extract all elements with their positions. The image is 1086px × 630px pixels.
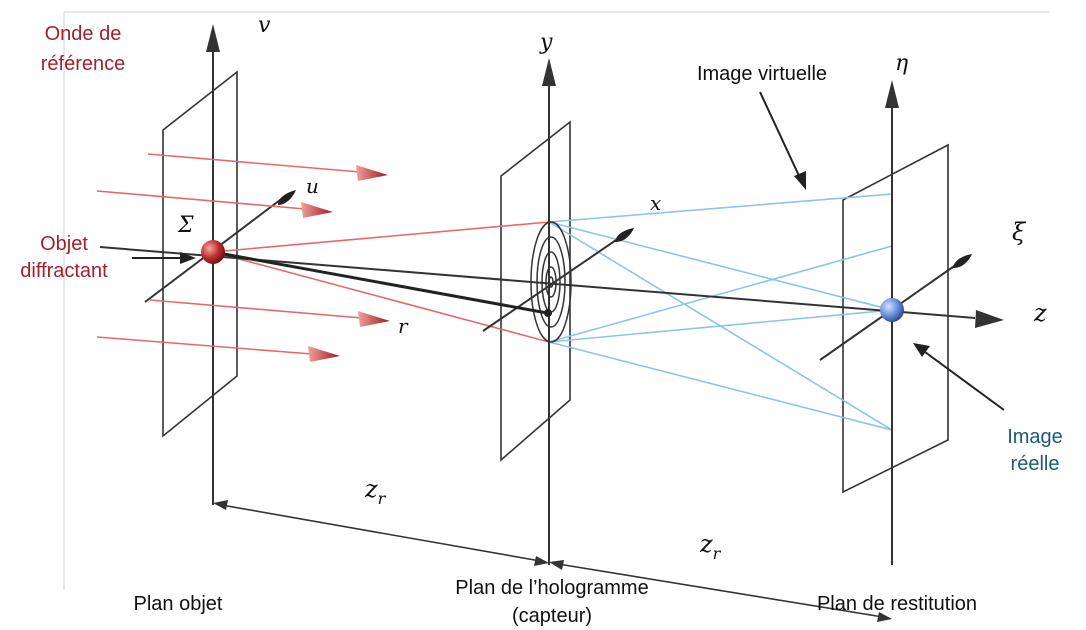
arrow-head-icon [358, 311, 390, 327]
reference-wave-label-line1: Onde de [45, 23, 122, 45]
reconstruction-rays [548, 193, 893, 431]
eta-axis-label: η [895, 51, 908, 76]
fringe-ring-icon [530, 221, 572, 343]
arrow-head-icon [206, 24, 220, 52]
fringe-ring-icon [536, 236, 566, 328]
virtual-image-pointer [759, 91, 801, 179]
zr-label-2: zr [699, 530, 722, 563]
r-label: r [398, 314, 409, 338]
zr-subscript: r [378, 489, 387, 508]
arrow-head-icon [913, 343, 930, 357]
zr-dimension-2 [551, 562, 890, 619]
zr-base: z [364, 475, 378, 503]
object-rays [212, 221, 550, 343]
arrow-head-icon [953, 254, 972, 268]
object-plane-caption: Plan objet [134, 593, 223, 615]
restitution-plane-frame [842, 143, 949, 494]
fringe-ring-icon [545, 266, 557, 298]
reference-wave-label-line2: référence [41, 53, 126, 75]
restitution-plane-caption: Plan de restitution [817, 593, 977, 615]
z-axis-label: z [1033, 299, 1047, 327]
arrow-head-icon [794, 171, 806, 190]
zr-base: z [699, 530, 713, 558]
real-image-label-line1: Image [1007, 426, 1063, 448]
reference-wave-rays [96, 153, 363, 355]
figure-border [63, 11, 1050, 590]
sigma-label: Σ [177, 213, 194, 238]
zr-label-1: zr [364, 475, 387, 508]
arrow-head-icon [549, 560, 564, 570]
v-axis-label: v [258, 13, 271, 38]
arrow-head-icon [301, 202, 333, 218]
reference-wave-arrowheads [301, 165, 390, 362]
arrow-head-icon [885, 80, 899, 108]
fringe-rings [530, 221, 572, 343]
fringe-ring-icon [541, 251, 561, 313]
real-image-label-line2: réelle [1011, 453, 1060, 475]
zr-dimension-1 [215, 503, 547, 563]
hologram-plane-frame [500, 120, 571, 462]
hologram-plane-caption-line2: (capteur) [512, 605, 592, 627]
x-axis-label: x [650, 191, 661, 215]
u-axis-label: u [306, 174, 319, 198]
xi-axis-label: ξ [1012, 218, 1027, 246]
hologram-point [544, 309, 552, 317]
fringe-ring-icon [548, 276, 554, 288]
arrow-head-icon [615, 228, 634, 242]
distance-ray-r [212, 250, 548, 315]
arrow-head-icon [975, 310, 1004, 328]
arrow-head-icon [542, 58, 556, 86]
arrow-head-icon [534, 556, 549, 566]
arrow-head-icon [213, 500, 228, 510]
diffracting-object-label-line2: diffractant [20, 260, 108, 282]
arrow-head-icon [877, 612, 892, 622]
virtual-image-label: Image virtuelle [697, 63, 827, 85]
sphere-icon [880, 298, 904, 322]
arrow-head-icon [356, 165, 388, 181]
real-image-pointer [924, 351, 1005, 411]
arrow-head-icon [308, 346, 340, 362]
hologram-plane-caption-line1: Plan de l’hologramme [455, 577, 648, 599]
y-axis-label: y [539, 30, 553, 55]
sphere-icon [201, 240, 225, 264]
diffracting-object-label-line1: Objet [40, 233, 88, 255]
arrow-head-icon [180, 252, 196, 264]
arrow-head-icon [278, 190, 296, 205]
zr-subscript: r [713, 544, 722, 563]
